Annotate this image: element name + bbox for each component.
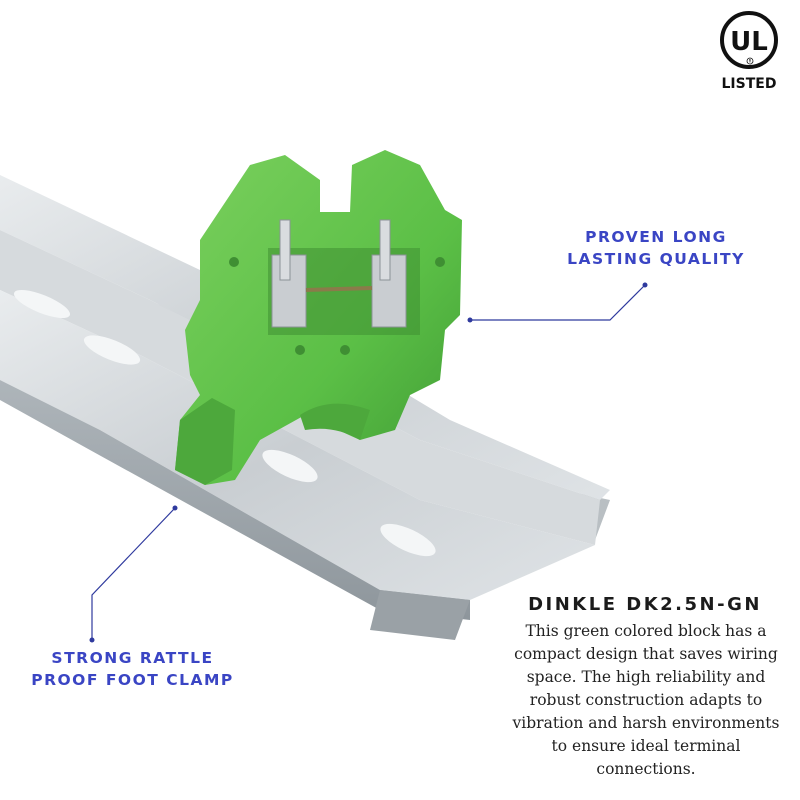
callout-leader-bottom xyxy=(89,505,178,643)
svg-text:UL: UL xyxy=(730,27,768,57)
callout-line: STRONG RATTLE xyxy=(51,649,214,667)
callout-line: PROOF FOOT CLAMP xyxy=(31,671,234,689)
ul-listed-logo: UL R LISTED xyxy=(720,11,778,92)
callout-leader-top xyxy=(467,282,648,323)
callout-line: LASTING QUALITY xyxy=(567,250,745,268)
callout-line: PROVEN LONG xyxy=(585,228,727,246)
terminal-block xyxy=(175,150,462,485)
rail-slot xyxy=(380,523,436,557)
callout-foot-clamp: STRONG RATTLE PROOF FOOT CLAMP xyxy=(30,647,235,691)
svg-text:R: R xyxy=(749,59,752,64)
product-description: This green colored block has a compact d… xyxy=(512,622,780,778)
rail-slot xyxy=(13,290,71,318)
rail-slot xyxy=(262,449,318,483)
ul-listed-label: LISTED xyxy=(722,76,777,92)
rail-slot xyxy=(83,335,141,365)
callout-proven-quality: PROVEN LONG LASTING QUALITY xyxy=(556,226,756,270)
product-title: DINKLE DK2.5N-GN xyxy=(528,594,762,615)
